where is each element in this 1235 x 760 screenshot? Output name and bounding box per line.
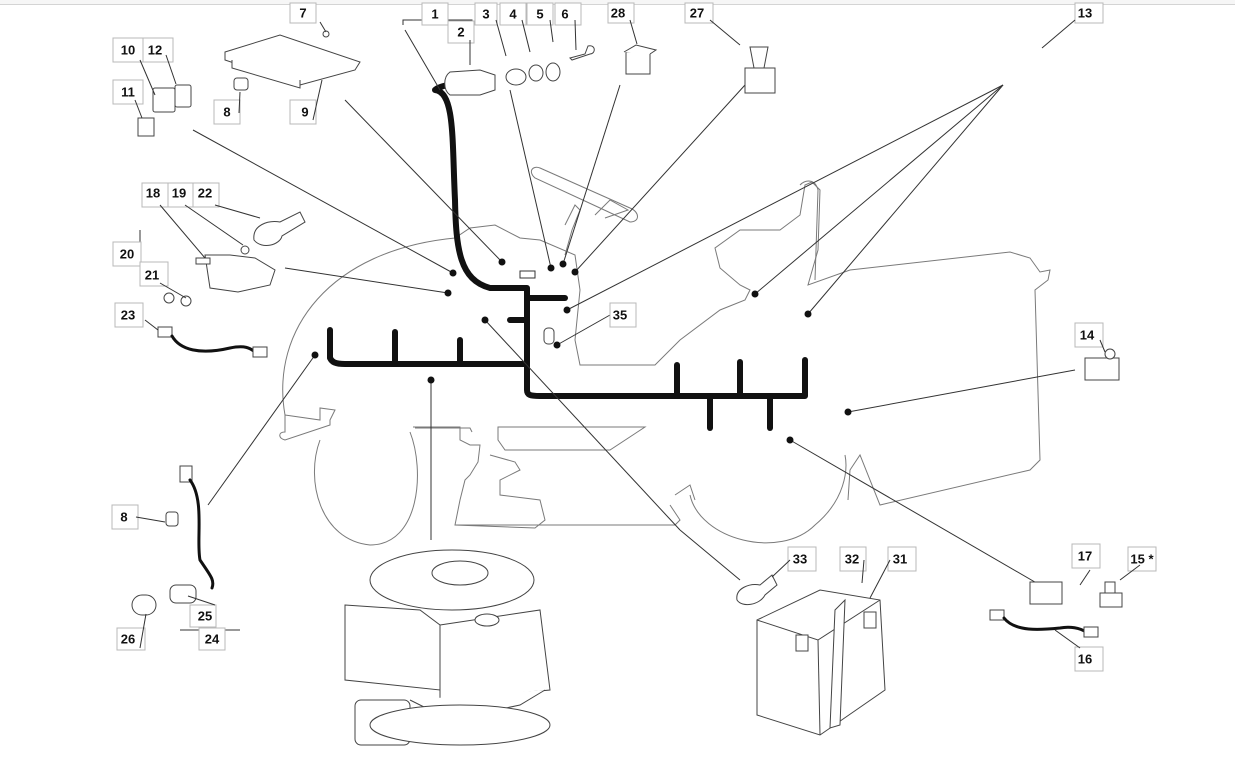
callout-31: 31 xyxy=(887,546,917,572)
cable-part xyxy=(157,326,268,358)
ignition-assembly xyxy=(444,45,595,96)
callout-21: 21 xyxy=(139,261,169,287)
svg-text:35: 35 xyxy=(613,308,627,323)
callout-7: 7 xyxy=(289,2,317,24)
callout-25: 25 xyxy=(189,604,217,628)
battery-part xyxy=(756,589,886,736)
wiring-harness xyxy=(327,77,808,431)
callout-2: 2 xyxy=(447,20,475,44)
callout-32: 32 xyxy=(839,546,867,572)
circuit-board-part xyxy=(224,34,361,89)
callout-17: 17 xyxy=(1071,543,1101,569)
callout-5: 5 xyxy=(526,2,554,26)
callout-28: 28 xyxy=(607,2,635,24)
callout-15: 15 * xyxy=(1127,546,1157,572)
terminal-boot-part xyxy=(736,574,778,606)
svg-text:8: 8 xyxy=(120,510,127,525)
callout-19: 19 xyxy=(167,182,195,208)
jumper-cable-part xyxy=(989,609,1099,638)
svg-text:27: 27 xyxy=(690,6,704,21)
callout-1: 1 xyxy=(421,2,449,26)
callout-23: 23 xyxy=(114,302,144,328)
callout-4: 4 xyxy=(499,2,527,26)
svg-text:21: 21 xyxy=(145,268,159,283)
svg-text:12: 12 xyxy=(148,43,162,58)
svg-text:14: 14 xyxy=(1080,328,1095,343)
svg-text:2: 2 xyxy=(457,25,464,40)
svg-text:20: 20 xyxy=(120,247,134,262)
svg-text:23: 23 xyxy=(121,308,135,323)
svg-text:16: 16 xyxy=(1078,652,1092,667)
svg-text:22: 22 xyxy=(198,186,212,201)
screw-part xyxy=(322,30,330,38)
leader-dots xyxy=(311,258,852,444)
svg-text:25: 25 xyxy=(198,609,212,624)
svg-text:11: 11 xyxy=(121,85,135,100)
svg-text:17: 17 xyxy=(1078,549,1092,564)
callout-16: 16 xyxy=(1074,646,1104,672)
svg-text:18: 18 xyxy=(146,186,160,201)
toggle-switch-part xyxy=(623,44,658,75)
fuse-part xyxy=(137,117,155,137)
callout-10: 10 xyxy=(112,37,144,63)
callout-27: 27 xyxy=(684,2,714,24)
svg-text:1: 1 xyxy=(431,7,438,22)
callout-26: 26 xyxy=(116,627,146,651)
callout-14: 14 xyxy=(1074,322,1104,348)
harness-clip-part xyxy=(543,327,555,345)
seat-switch-part xyxy=(1029,581,1063,605)
micro-switch-part xyxy=(1084,348,1120,381)
callout-8-bottom: 8 xyxy=(111,504,139,530)
callout-18: 18 xyxy=(141,182,169,208)
callout-12: 12 xyxy=(142,37,174,63)
callout-8-top: 8 xyxy=(213,99,241,125)
svg-text:33: 33 xyxy=(793,552,807,567)
svg-text:24: 24 xyxy=(205,632,220,647)
callout-labels: 1 2 3 4 5 6 7 8 8 9 10 11 12 13 14 15 * … xyxy=(111,2,1157,672)
svg-text:4: 4 xyxy=(509,7,517,22)
callout-33: 33 xyxy=(787,546,817,572)
callout-35: 35 xyxy=(609,302,637,328)
svg-text:9: 9 xyxy=(301,105,308,120)
svg-text:7: 7 xyxy=(299,6,306,21)
svg-text:13: 13 xyxy=(1078,6,1092,21)
clip-part xyxy=(233,77,249,91)
pressure-switch-part xyxy=(1099,581,1123,608)
callout-6: 6 xyxy=(554,2,582,26)
svg-text:31: 31 xyxy=(893,552,907,567)
callout-11: 11 xyxy=(112,79,144,105)
svg-text:15 *: 15 * xyxy=(1130,552,1154,567)
push-button-part xyxy=(744,46,776,94)
callout-13: 13 xyxy=(1074,2,1104,24)
callout-3: 3 xyxy=(474,2,498,26)
engine-part xyxy=(344,549,551,746)
relay-part xyxy=(152,84,192,113)
svg-text:26: 26 xyxy=(121,632,135,647)
solenoid-part xyxy=(163,245,276,307)
svg-text:28: 28 xyxy=(611,6,625,21)
callout-20: 20 xyxy=(112,241,142,267)
svg-text:3: 3 xyxy=(482,7,489,22)
svg-text:8: 8 xyxy=(223,105,230,120)
svg-text:10: 10 xyxy=(121,43,135,58)
callout-9: 9 xyxy=(289,99,317,125)
light-assembly-part xyxy=(131,465,215,616)
label-leaders xyxy=(134,19,1141,649)
svg-text:32: 32 xyxy=(845,552,859,567)
boot-cap-part xyxy=(253,211,306,247)
callout-24: 24 xyxy=(198,627,226,651)
callout-22: 22 xyxy=(192,182,220,208)
svg-text:5: 5 xyxy=(536,7,543,22)
svg-text:6: 6 xyxy=(561,7,568,22)
tractor-outline xyxy=(279,166,1051,546)
svg-text:19: 19 xyxy=(172,186,186,201)
leader-lines xyxy=(192,29,1076,586)
